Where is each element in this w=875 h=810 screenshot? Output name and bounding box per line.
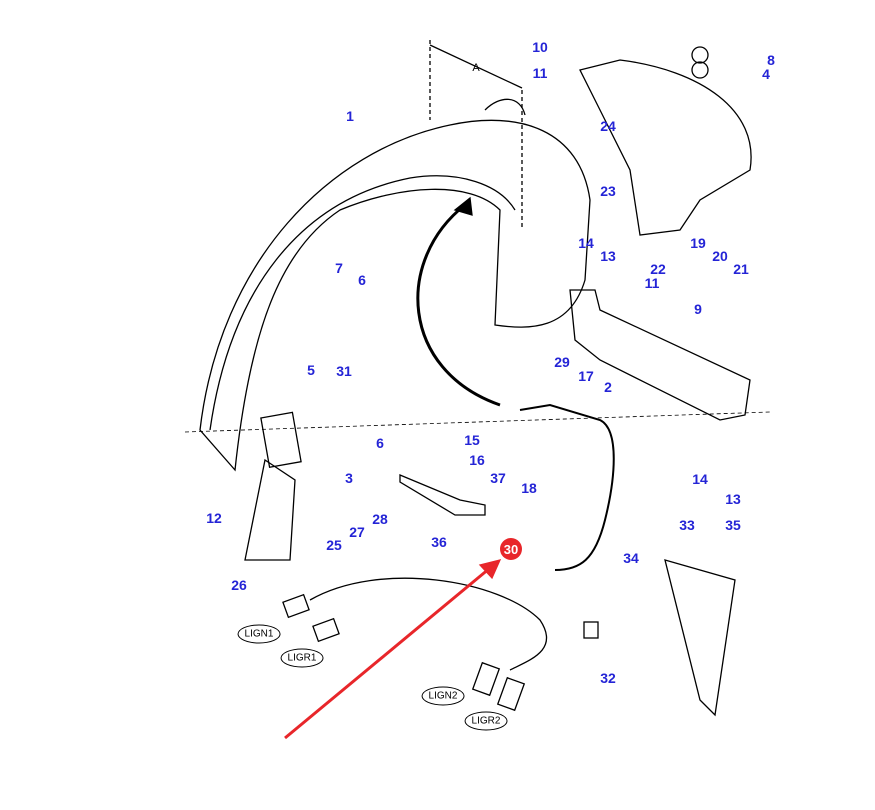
callout-25[interactable]: 25 <box>326 537 342 553</box>
callout-37[interactable]: 37 <box>490 470 506 486</box>
callout-17[interactable]: 17 <box>578 368 594 384</box>
callout-10[interactable]: 10 <box>532 39 548 55</box>
callout-19[interactable]: 19 <box>690 235 706 251</box>
callout-36[interactable]: 36 <box>431 534 447 550</box>
callout-24[interactable]: 24 <box>600 118 616 134</box>
callout-16[interactable]: 16 <box>469 452 485 468</box>
callout-2[interactable]: 2 <box>604 379 612 395</box>
callout-13b[interactable]: 13 <box>725 491 741 507</box>
bracket-4 <box>579 59 752 236</box>
callout-14[interactable]: 14 <box>578 235 594 251</box>
callout-11b[interactable]: 11 <box>644 275 660 291</box>
callout-32[interactable]: 32 <box>600 670 616 686</box>
callout-20[interactable]: 20 <box>712 248 728 264</box>
callout-15[interactable]: 15 <box>464 432 480 448</box>
callout-3[interactable]: 3 <box>345 470 353 486</box>
connector-lign1: LIGN1 <box>237 624 281 644</box>
connector-ligr1: LIGR1 <box>280 648 324 668</box>
callout-35[interactable]: 35 <box>725 517 741 533</box>
callout-34[interactable]: 34 <box>623 550 639 566</box>
callout-18[interactable]: 18 <box>521 480 537 496</box>
highlighted-part-30[interactable]: 30 <box>500 538 522 560</box>
callout-26[interactable]: 26 <box>231 577 247 593</box>
callout-5[interactable]: 5 <box>307 362 315 378</box>
callout-31[interactable]: 31 <box>336 363 352 379</box>
callout-6[interactable]: 6 <box>358 272 366 288</box>
callout-11[interactable]: 11 <box>532 65 548 81</box>
callout-13[interactable]: 13 <box>600 248 616 264</box>
callout-23[interactable]: 23 <box>600 183 616 199</box>
callout-21[interactable]: 21 <box>733 261 749 277</box>
connector-ligr2: LIGR2 <box>464 711 508 731</box>
callout-12[interactable]: 12 <box>206 510 222 526</box>
callout-27[interactable]: 27 <box>349 524 365 540</box>
callout-28[interactable]: 28 <box>372 511 388 527</box>
callout-22[interactable]: 22 <box>650 261 666 277</box>
callout-7[interactable]: 7 <box>335 260 343 276</box>
callout-8[interactable]: 8 <box>767 52 775 68</box>
callout-1[interactable]: 1 <box>346 108 354 124</box>
callout-4[interactable]: 4 <box>762 66 770 82</box>
support-9 <box>569 289 751 421</box>
callout-14b[interactable]: 14 <box>692 471 708 487</box>
callout-6b[interactable]: 6 <box>376 435 384 451</box>
callout-33[interactable]: 33 <box>679 517 695 533</box>
dimension-a-label: A <box>472 62 480 74</box>
connector-lign2: LIGN2 <box>421 686 465 706</box>
callout-9[interactable]: 9 <box>694 301 702 317</box>
frame-2 <box>519 403 615 571</box>
callout-29[interactable]: 29 <box>554 354 570 370</box>
fender <box>199 119 591 472</box>
